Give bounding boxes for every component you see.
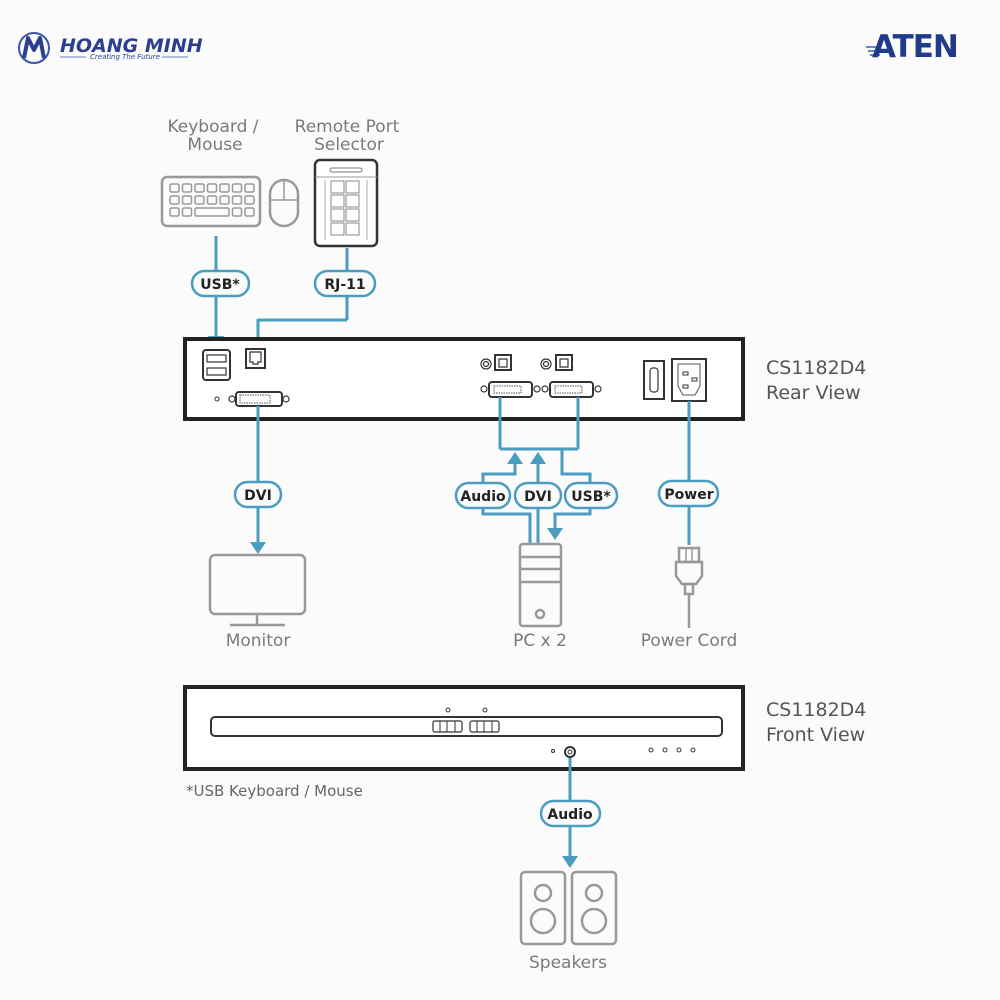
keyboard-key bbox=[169, 207, 180, 217]
remote-port-selector-label-line1: Remote Port bbox=[295, 117, 400, 137]
selector-port-button bbox=[345, 208, 360, 222]
power-switch-icon bbox=[643, 360, 665, 400]
rear-unit bbox=[183, 337, 745, 421]
keyboard-spacebar bbox=[194, 207, 230, 217]
usb-pc-pill: USB* bbox=[563, 481, 619, 510]
dvi-monitor-wire bbox=[250, 406, 266, 554]
usb-pc-pill-label: USB* bbox=[571, 489, 611, 505]
speakers-icon bbox=[519, 870, 618, 946]
aten-speed-lines-icon bbox=[866, 46, 880, 56]
keyboard-key bbox=[181, 183, 193, 193]
monitor-label: Monitor bbox=[226, 631, 291, 651]
keyboard-key bbox=[194, 183, 205, 193]
status-leds-icon bbox=[648, 747, 696, 753]
usb-pill-label: USB* bbox=[200, 277, 240, 293]
selector-port-button bbox=[330, 194, 345, 208]
keyboard-key bbox=[244, 207, 255, 217]
keyboard-key bbox=[244, 183, 255, 193]
audio-pc-pill: Audio bbox=[454, 481, 512, 510]
power-pill-label: Power bbox=[664, 487, 713, 503]
remote-port-selector-label-line2: Selector bbox=[314, 135, 384, 155]
keyboard-key bbox=[169, 183, 180, 193]
keyboard-key bbox=[231, 207, 243, 217]
selector-port-button bbox=[345, 222, 360, 236]
pc1-ports-icon bbox=[480, 354, 541, 398]
hoang-minh-logo: HOANG MINH Creating The Future bbox=[18, 32, 203, 64]
keyboard-mouse-label-line1: Keyboard / bbox=[167, 117, 258, 137]
selector-port-button bbox=[330, 222, 345, 236]
audio-pc-pill-label: Audio bbox=[460, 489, 506, 505]
hoang-minh-emblem-icon bbox=[18, 32, 50, 64]
dvi-pc-pill: DVI bbox=[513, 481, 563, 510]
port-select-led-2 bbox=[482, 707, 488, 713]
rj11-pill-label: RJ-11 bbox=[324, 277, 365, 293]
pc2-ports-icon bbox=[540, 354, 602, 398]
brand-name: HOANG MINH bbox=[60, 35, 203, 57]
speakers-label: Speakers bbox=[529, 953, 607, 973]
pc-tower-icon bbox=[518, 542, 563, 628]
mouse-icon bbox=[268, 178, 300, 228]
usb-footnote: *USB Keyboard / Mouse bbox=[186, 782, 363, 800]
power-socket-icon bbox=[671, 358, 707, 402]
front-unit bbox=[183, 685, 745, 771]
aten-logo: ATEN bbox=[866, 29, 959, 65]
keyboard-key bbox=[181, 207, 193, 217]
dvi-pc-pill-label: DVI bbox=[524, 489, 552, 505]
keyboard-key bbox=[206, 195, 218, 205]
power-plug-icon bbox=[674, 546, 704, 628]
rj11-port-icon bbox=[245, 348, 266, 369]
audio-speakers-pill-label: Audio bbox=[547, 807, 593, 823]
selector-port-button bbox=[345, 194, 360, 208]
rear-view-label: Rear View bbox=[766, 382, 861, 404]
brand-tagline: Creating The Future bbox=[90, 53, 160, 61]
selector-port-button bbox=[345, 180, 360, 194]
keyboard-key bbox=[219, 183, 230, 193]
monitor-icon bbox=[208, 553, 307, 627]
usb-port-icon bbox=[202, 349, 231, 381]
keyboard-key bbox=[231, 183, 243, 193]
usb-pill: USB* bbox=[190, 269, 251, 298]
audio-speakers-pill: Audio bbox=[539, 799, 602, 828]
selector-port-button bbox=[330, 180, 345, 194]
aten-wordmark: ATEN bbox=[872, 29, 958, 65]
keyboard-key bbox=[244, 195, 255, 205]
selector-port-button bbox=[330, 208, 345, 222]
audio-jack-icon bbox=[551, 746, 576, 758]
port-select-button-1 bbox=[432, 720, 463, 733]
keyboard-key bbox=[206, 183, 218, 193]
keyboard-key bbox=[194, 195, 205, 205]
keyboard-key bbox=[231, 195, 243, 205]
front-view-label: Front View bbox=[766, 724, 865, 746]
power-cord-label: Power Cord bbox=[641, 631, 738, 651]
keyboard-mouse-label-line2: Mouse bbox=[187, 135, 242, 155]
rj11-pill: RJ-11 bbox=[313, 269, 377, 298]
dvi-monitor-pill: DVI bbox=[233, 480, 283, 509]
rj11-wire bbox=[256, 248, 349, 350]
remote-port-selector-icon bbox=[313, 158, 379, 248]
front-model-number: CS1182D4 bbox=[766, 699, 866, 721]
pc-label: PC x 2 bbox=[513, 631, 567, 651]
keyboard-key bbox=[181, 195, 193, 205]
power-pill: Power bbox=[657, 479, 720, 508]
port-select-button-2 bbox=[469, 720, 500, 733]
dvi-monitor-pill-label: DVI bbox=[244, 488, 272, 504]
keyboard-icon bbox=[160, 175, 262, 228]
rear-model-number: CS1182D4 bbox=[766, 357, 866, 379]
pc-wires bbox=[481, 397, 592, 545]
keyboard-key bbox=[219, 195, 230, 205]
keyboard-key bbox=[169, 195, 180, 205]
port-select-led-1 bbox=[445, 707, 451, 713]
